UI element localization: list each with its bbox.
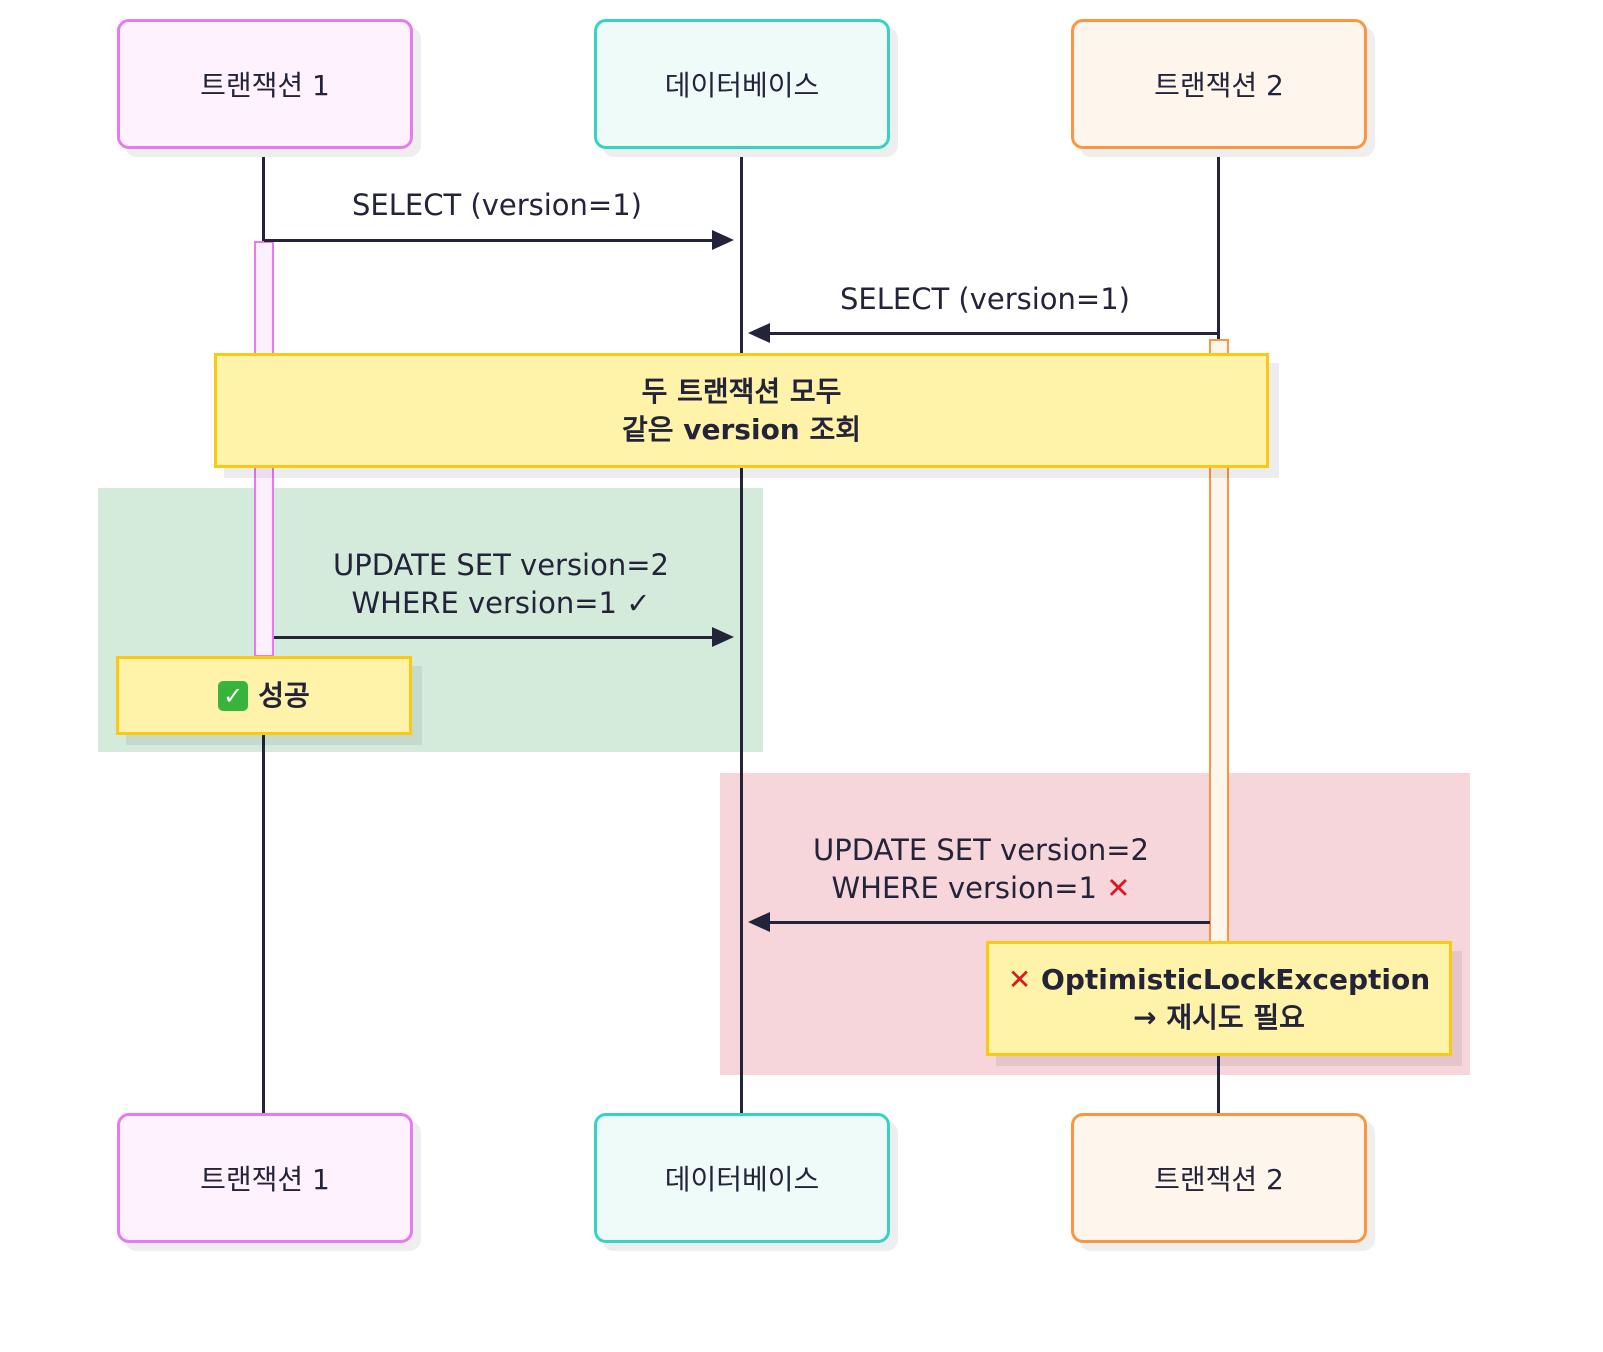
note-text: 성공 — [258, 678, 310, 712]
participant-label: 데이터베이스 — [664, 69, 820, 102]
check-mark-icon: ✓ — [626, 586, 651, 620]
arrowhead-left-icon — [748, 912, 770, 932]
note-line: 같은 version 조회 — [621, 412, 862, 446]
message-arrow-select-t2 — [766, 332, 1219, 335]
cross-mark-icon: ✕ — [1007, 962, 1032, 996]
participant-database-bottom: 데이터베이스 — [594, 1113, 890, 1243]
message-label-update-t1: UPDATE SET version=2 WHERE version=1 ✓ — [274, 546, 728, 622]
participant-label: 트랜잭션 1 — [200, 1163, 330, 1196]
check-mark-button-icon: ✓ — [218, 680, 249, 711]
participant-label: 데이터베이스 — [664, 1163, 820, 1196]
message-label-select-t2: SELECT (version=1) — [752, 280, 1218, 318]
participant-label: 트랜잭션 1 — [200, 69, 330, 102]
message-label-update-t2: UPDATE SET version=2 WHERE version=1 ✕ — [752, 831, 1210, 907]
note-line: OptimisticLockException — [1041, 962, 1431, 996]
message-label-select-t1: SELECT (version=1) — [264, 186, 730, 224]
participant-transaction-2-bottom: 트랜잭션 2 — [1071, 1113, 1367, 1243]
note-same-version: 두 트랜잭션 모두 같은 version 조회 — [214, 353, 1269, 468]
message-arrow-select-t1 — [264, 239, 716, 242]
message-text: UPDATE SET version=2 — [332, 548, 669, 582]
arrowhead-right-icon — [712, 627, 734, 647]
lifeline-database — [740, 148, 743, 1114]
message-text: WHERE version=1 — [831, 871, 1097, 905]
participant-transaction-1-bottom: 트랜잭션 1 — [117, 1113, 413, 1243]
participant-database-top: 데이터베이스 — [594, 19, 890, 149]
message-text: UPDATE SET version=2 — [812, 833, 1149, 867]
message-text: SELECT (version=1) — [352, 188, 642, 222]
message-text: SELECT (version=1) — [840, 282, 1130, 316]
cross-mark-icon: ✕ — [1106, 871, 1131, 905]
note-failure: ✕ OptimisticLockException → 재시도 필요 — [986, 941, 1452, 1056]
message-arrow-update-t1 — [274, 636, 716, 639]
note-line: → 재시도 필요 — [1133, 1000, 1305, 1034]
message-arrow-update-t2 — [766, 921, 1210, 924]
note-success: ✓ 성공 — [116, 656, 412, 735]
arrowhead-right-icon — [712, 230, 734, 250]
participant-transaction-2-top: 트랜잭션 2 — [1071, 19, 1367, 149]
participant-label: 트랜잭션 2 — [1154, 1163, 1284, 1196]
note-line: 두 트랜잭션 모두 — [641, 374, 842, 408]
message-text: WHERE version=1 — [351, 586, 617, 620]
participant-transaction-1-top: 트랜잭션 1 — [117, 19, 413, 149]
participant-label: 트랜잭션 2 — [1154, 69, 1284, 102]
arrowhead-left-icon — [748, 323, 770, 343]
